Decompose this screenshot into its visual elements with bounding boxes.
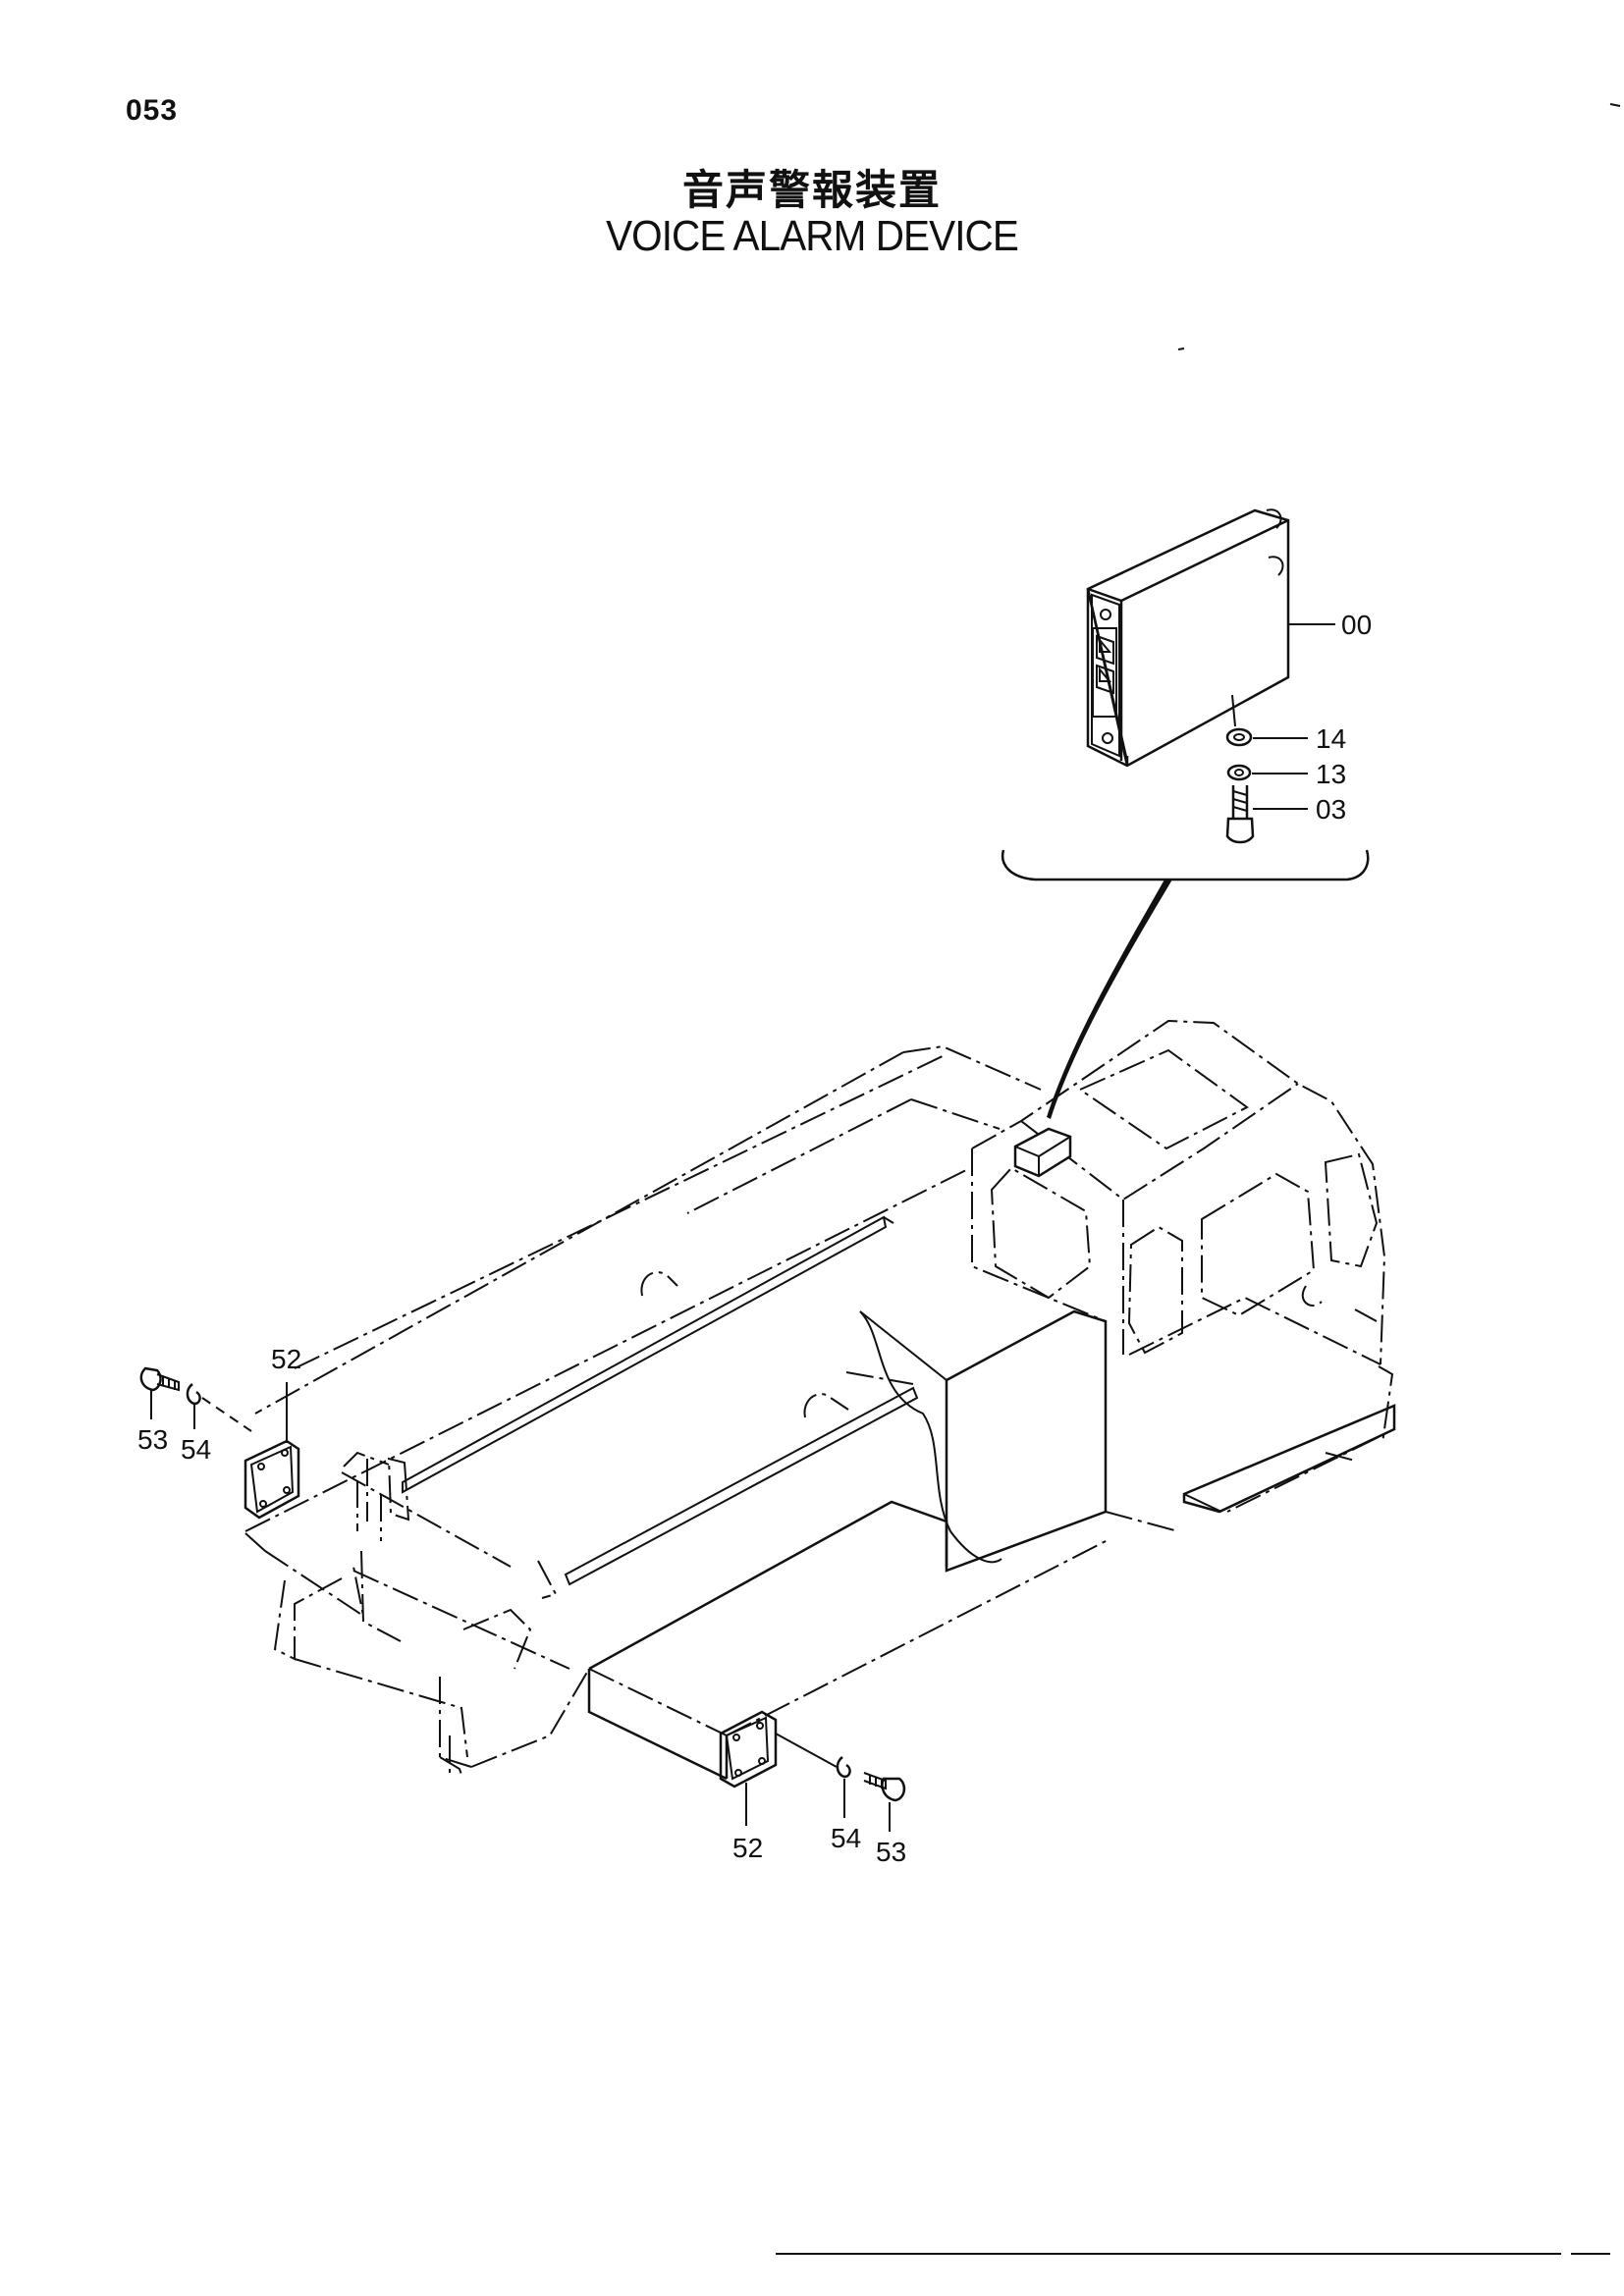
stray-mark <box>1177 347 1185 350</box>
machine-outline <box>244 1019 1396 1781</box>
cover-plate-left <box>244 1439 300 1520</box>
detail-bracket <box>1001 849 1370 881</box>
bolt-03 <box>1225 785 1255 844</box>
page-number: 053 <box>126 94 179 127</box>
callout-03: 03 <box>1316 794 1346 825</box>
detail-leader <box>1047 880 1172 1119</box>
washer-14 <box>1225 727 1253 747</box>
corner-mark <box>1609 103 1621 107</box>
washer-54-right <box>836 1756 851 1779</box>
callout-52-left: 52 <box>271 1344 301 1374</box>
washer-54-left <box>186 1383 201 1406</box>
callout-00: 00 <box>1341 610 1372 640</box>
callout-53-right: 53 <box>876 1837 906 1867</box>
bolt-53-left <box>139 1366 180 1392</box>
page-title-english: VOICE ALARM DEVICE <box>606 212 1019 260</box>
cover-plate-right <box>719 1710 778 1789</box>
lock-washer-13 <box>1226 764 1252 781</box>
callout-13: 13 <box>1316 759 1346 789</box>
callout-52-right: 52 <box>732 1833 763 1863</box>
bolt-53-right <box>863 1772 906 1802</box>
callout-54-right: 54 <box>831 1823 861 1853</box>
callout-54-left: 54 <box>181 1434 211 1465</box>
callout-53-left: 53 <box>137 1424 168 1455</box>
controller-unit <box>1086 508 1290 768</box>
page-title-japanese: 音声警報装置 <box>681 166 942 214</box>
callout-14: 14 <box>1316 723 1346 754</box>
